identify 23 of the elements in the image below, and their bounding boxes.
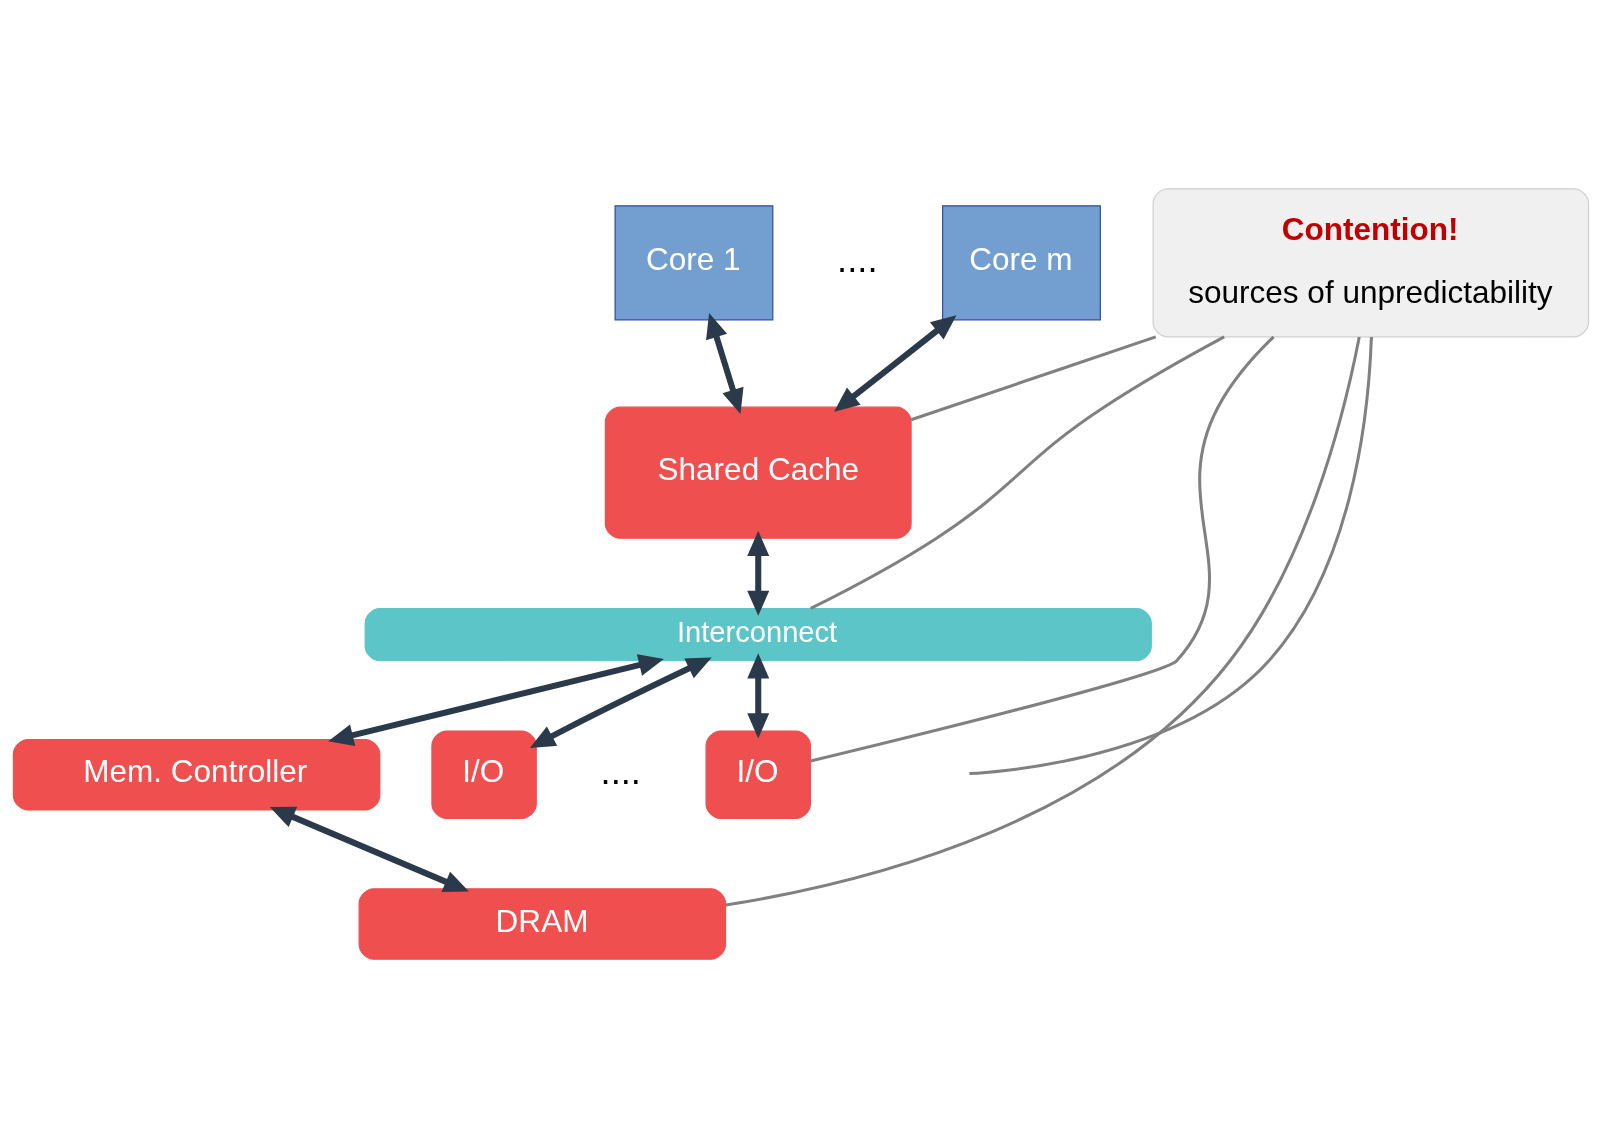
node-box: Core 1 <box>614 205 774 321</box>
node-box: Mem. Controller <box>12 738 381 811</box>
connector <box>810 335 1225 610</box>
node-box: I/O <box>705 730 811 820</box>
node-box: I/O <box>431 730 537 820</box>
arrow <box>269 806 469 892</box>
arrow <box>747 530 770 616</box>
arrow <box>529 657 712 748</box>
arrow <box>747 653 770 739</box>
connector <box>910 335 1157 422</box>
connector <box>725 336 1361 907</box>
connector <box>969 336 1373 776</box>
label: .... <box>837 238 878 280</box>
arrow <box>328 654 664 746</box>
node-box: DRAM <box>358 888 727 960</box>
node-box: Interconnect <box>364 607 1152 662</box>
connector <box>810 335 1275 763</box>
node-box: Shared Cache <box>604 406 912 539</box>
node-box: Contention! sources of unpredictability <box>1152 188 1590 338</box>
arrow <box>834 315 957 412</box>
label: .... <box>600 750 641 792</box>
node-box: Core m <box>942 205 1101 321</box>
arrow <box>706 312 744 415</box>
